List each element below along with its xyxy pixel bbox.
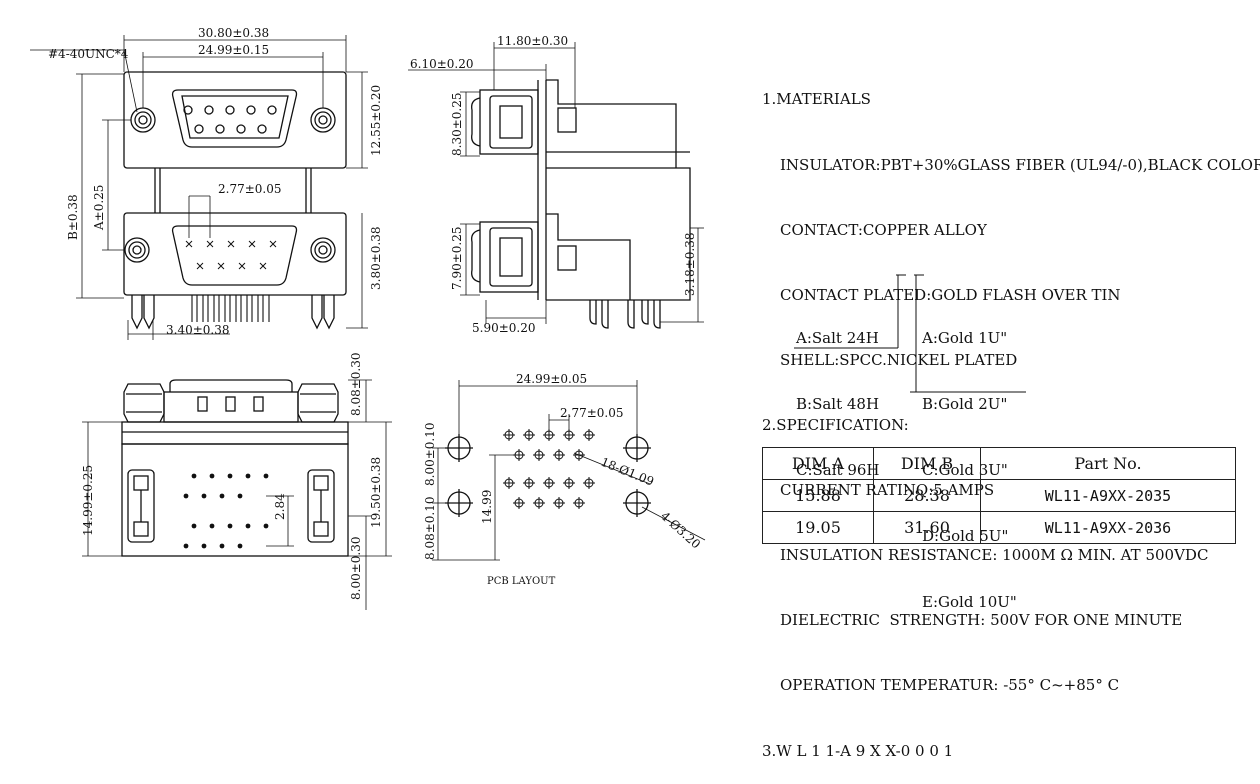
spec-shell: SHELL:SPCC.NICKEL PLATED [780,350,1018,369]
front-dim-lower: 3.80±0.38 [369,227,383,291]
side-dim-lower: 7.90±0.25 [450,227,464,291]
table-row: 15.88 28.38 WL11-A9XX-2035 [762,479,1236,512]
drawing-canvas: #4-40UNC*4 30.80±0.38 24.99±0.15 B±0.38 … [30,26,1026,610]
pcb-dim-mount: 4-Ø3.20 [658,509,703,552]
gold-option: A:Gold 1U" [922,329,1008,347]
pcb-layout-view [432,380,706,561]
spec-insulation: INSULATION RESISTANCE: 1000M Ω MIN. AT 5… [780,546,1209,565]
front-dim-pin: 3.40±0.38 [166,323,230,337]
table-cell: WL11-A9XX-2035 [980,479,1236,512]
front-thread-note: #4-40UNC*4 [48,47,129,61]
gold-option: E:Gold 10U" [922,593,1017,611]
pcb-dim-v2: 8.08±0.10 [423,497,437,561]
gold-option: B:Gold 2U" [922,395,1008,413]
table-cell: 31.60 [873,511,981,544]
table-cell: 28.38 [873,479,981,512]
side-dim-depth: 11.80±0.30 [497,34,568,48]
front-view [30,35,368,340]
side-dim-tail: 3.18±0.38 [683,233,697,297]
salt-option: B:Salt 48H [796,395,880,413]
table-cell: 19.05 [762,511,874,544]
spec-contact: CONTACT:COPPER ALLOY [780,220,987,239]
spec-temperature: OPERATION TEMPERATUR: -55° C~+85° C [780,676,1120,695]
table-cell: 15.88 [762,479,874,512]
pcb-dim-v1: 8.00±0.10 [423,423,437,487]
table-header-row: DIM A DIM B Part No. [762,447,1236,480]
side-dim-upper: 8.30±0.25 [450,93,464,157]
pcb-dim-span: 24.99±0.05 [516,372,587,386]
front-dim-height: 12.55±0.20 [369,85,383,156]
pcb-layout-title: PCB LAYOUT [487,576,556,587]
option-brackets [794,274,1026,393]
front-dim-pitch: 2.77±0.05 [218,182,282,196]
pcb-dim-v3: 14.99 [480,490,494,524]
bottom-view [82,379,392,610]
spec-materials-heading: 1.MATERIALS [762,90,871,109]
spec-specification-heading: 2.SPECIFICATION: [762,415,909,434]
bottom-dim-top: 8.08±0.30 [349,353,363,417]
spec-contact-plated: CONTACT PLATED:GOLD FLASH OVER TIN [780,285,1121,304]
front-dim-overall: 30.80±0.38 [198,26,269,40]
front-dim-a: A±0.25 [92,185,106,231]
table-row: 19.05 31.60 WL11-A9XX-2036 [762,511,1236,544]
bottom-dim-height: 19.50±0.38 [369,457,383,528]
side-dim-offset: 6.10±0.20 [410,57,474,71]
table-header: DIM B [873,447,981,480]
table-header: DIM A [762,447,874,480]
front-dim-b: B±0.38 [66,194,80,240]
side-view [408,42,704,329]
bottom-dim-bottom: 8.00±0.30 [349,537,363,601]
spec-part-code: 3.W L 1 1-A 9 X X-0 0 0 1 [762,741,954,760]
pcb-dim-hole: 18-Ø1.09 [599,455,656,489]
spec-insulator: INSULATOR:PBT+30%GLASS FIBER (UL94/-0),B… [780,155,1260,174]
bottom-dim-width: 14.99±0.25 [81,465,95,536]
salt-option: A:Salt 24H [796,329,879,347]
table-header: Part No. [980,447,1236,480]
pcb-dim-pitch: 2.77±0.05 [560,406,624,420]
front-dim-holes: 24.99±0.15 [198,43,269,57]
part-table: DIM A DIM B Part No. 15.88 28.38 WL11-A9… [762,447,1236,544]
side-dim-bottom: 5.90±0.20 [472,321,536,335]
table-cell: WL11-A9XX-2036 [980,511,1236,544]
bottom-dim-pitch: 2.84 [273,493,287,520]
